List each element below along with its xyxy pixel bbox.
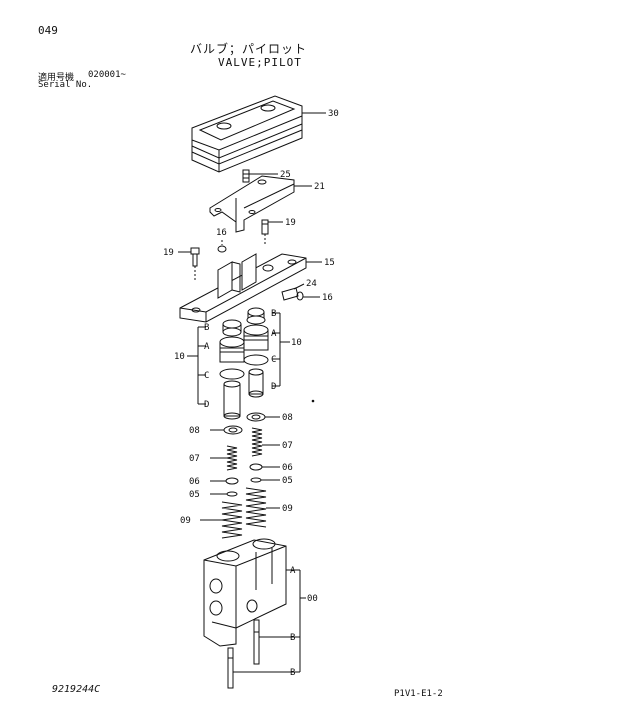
serial-label-japanese: 適用号機 <box>38 73 75 83</box>
letter-label: A <box>204 342 210 352</box>
part-24-fitting <box>281 283 320 301</box>
title-japanese: バルブ；パイロット <box>190 42 308 56</box>
part-00-valve-body <box>203 538 287 647</box>
document-id: 9219244C <box>52 684 101 695</box>
letter-label: A <box>271 329 277 339</box>
callout-19: 19 <box>285 218 296 228</box>
callout-16: 16 <box>322 293 333 303</box>
callout-07: 07 <box>282 441 293 451</box>
callout-10: 10 <box>291 338 302 348</box>
letter-label: D <box>204 400 209 410</box>
serial-number-value: 020001~ <box>88 70 126 80</box>
callout-25: 25 <box>280 170 291 180</box>
callout-15: 15 <box>324 258 335 268</box>
bracket-left-10 <box>187 326 206 405</box>
part-19-screw-right <box>261 219 283 246</box>
callout-30: 30 <box>328 109 339 119</box>
part-07-springs <box>210 427 280 471</box>
page-number: 049 <box>38 24 58 37</box>
callout-labels: 30 25 21 19 16 19 15 24 16 10 10 08 08 0… <box>163 109 339 604</box>
part-09-springs <box>200 487 280 539</box>
right-valve-stack <box>243 307 269 398</box>
part-30-cover <box>191 95 326 173</box>
callout-24: 24 <box>306 279 317 289</box>
part-25-screw <box>242 169 278 183</box>
bracket-00 <box>233 569 306 673</box>
letter-label: B <box>290 668 295 678</box>
part-19-screw-left <box>178 247 200 282</box>
serial-label-english: Serial No. <box>38 80 93 90</box>
letter-label: D <box>271 382 276 392</box>
part-16-oring <box>217 240 227 253</box>
callout-16: 16 <box>216 228 227 238</box>
callout-06: 06 <box>282 463 293 473</box>
bracket-right-10 <box>272 312 290 387</box>
title-english: VALVE;PILOT <box>218 56 302 69</box>
letter-label: A <box>290 566 296 576</box>
page-code: P1V1-E1-2 <box>394 689 443 699</box>
callout-06: 06 <box>189 477 200 487</box>
callout-08: 08 <box>189 426 200 436</box>
callout-07: 07 <box>189 454 200 464</box>
letter-label: B <box>290 633 295 643</box>
letter-label: C <box>271 355 276 365</box>
callout-05: 05 <box>189 490 200 500</box>
letter-label: B <box>271 309 276 319</box>
callout-19: 19 <box>163 248 174 258</box>
part-00-pins <box>227 619 260 689</box>
callout-10: 10 <box>174 352 185 362</box>
callout-08: 08 <box>282 413 293 423</box>
callout-05: 05 <box>282 476 293 486</box>
letter-labels: B A C D B A C D A B B <box>204 309 296 678</box>
part-08-washers <box>210 412 280 435</box>
part-21-plate <box>209 175 312 233</box>
part-15-body-plate <box>179 253 322 323</box>
callout-09: 09 <box>180 516 191 526</box>
letter-label: B <box>204 323 209 333</box>
letter-label: C <box>204 371 209 381</box>
callout-21: 21 <box>314 182 325 192</box>
left-valve-stack <box>219 319 245 420</box>
callout-00: 00 <box>307 594 318 604</box>
callout-09: 09 <box>282 504 293 514</box>
part-06-05-washers <box>210 463 280 497</box>
